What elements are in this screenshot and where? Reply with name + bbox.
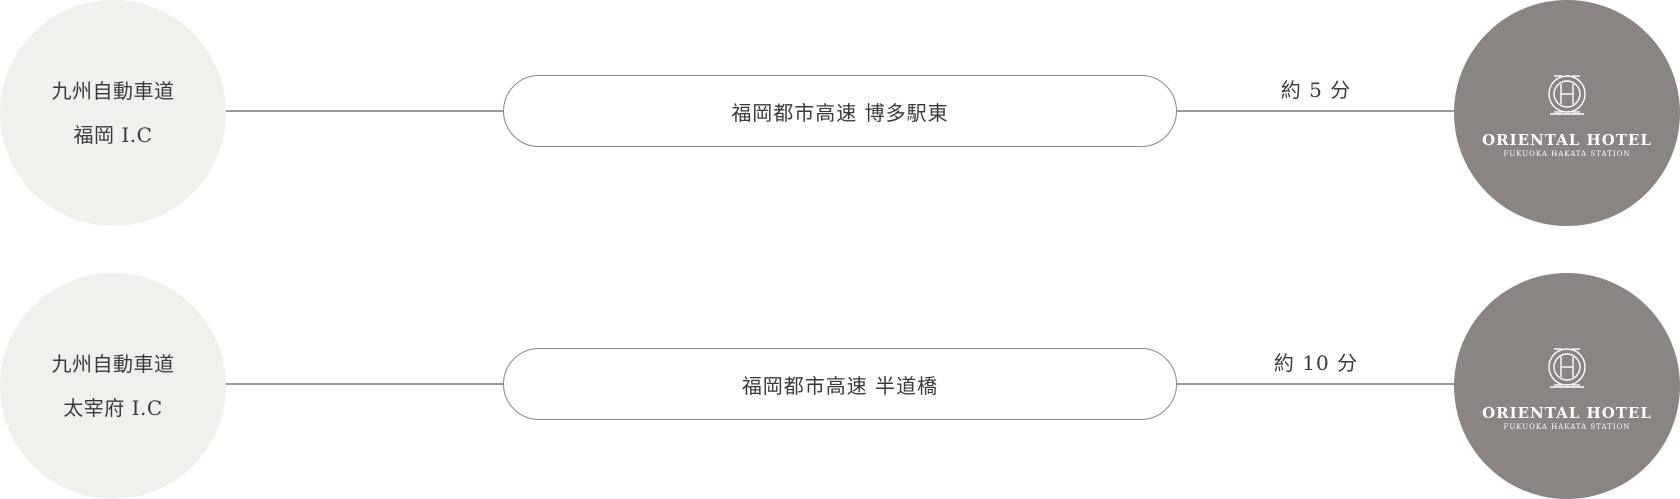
expressway-label: 九州自動車道: [51, 352, 175, 376]
hotel-name: ORIENTAL HOTEL: [1482, 130, 1652, 149]
route-2: 九州自動車道 太宰府 I.C 福岡都市高速 半道橋 約 10 分 ORIENTA…: [0, 273, 1680, 499]
urban-expressway-exit-node: 福岡都市高速 半道橋: [503, 348, 1177, 420]
hotel-location: FUKUOKA HAKATA STATION: [1503, 422, 1631, 431]
connector-line-start: [226, 110, 504, 112]
interchange-label: 太宰府 I.C: [63, 396, 163, 420]
expressway-label: 九州自動車道: [51, 79, 175, 103]
hotel-name: ORIENTAL HOTEL: [1482, 403, 1652, 422]
connector-line-end: [1176, 110, 1456, 112]
oriental-hotel-emblem-icon: [1548, 74, 1586, 115]
hotel-location: FUKUOKA HAKATA STATION: [1503, 149, 1631, 158]
hotel-destination-node: ORIENTAL HOTEL FUKUOKA HAKATA STATION: [1454, 273, 1680, 499]
oriental-hotel-emblem-icon: [1548, 347, 1586, 388]
start-interchange-node: 九州自動車道 太宰府 I.C: [0, 273, 226, 499]
start-interchange-node: 九州自動車道 福岡 I.C: [0, 0, 226, 226]
travel-time-label: 約 10 分: [1273, 351, 1359, 375]
route-1: 九州自動車道 福岡 I.C 福岡都市高速 博多駅東 約 5 分 ORIENTAL…: [0, 0, 1680, 226]
hotel-destination-node: ORIENTAL HOTEL FUKUOKA HAKATA STATION: [1454, 0, 1680, 226]
connector-line-end: [1176, 383, 1456, 385]
travel-time-label: 約 5 分: [1280, 78, 1352, 102]
connector-line-start: [226, 383, 504, 385]
urban-expressway-exit-node: 福岡都市高速 博多駅東: [503, 75, 1177, 147]
interchange-label: 福岡 I.C: [73, 123, 153, 147]
